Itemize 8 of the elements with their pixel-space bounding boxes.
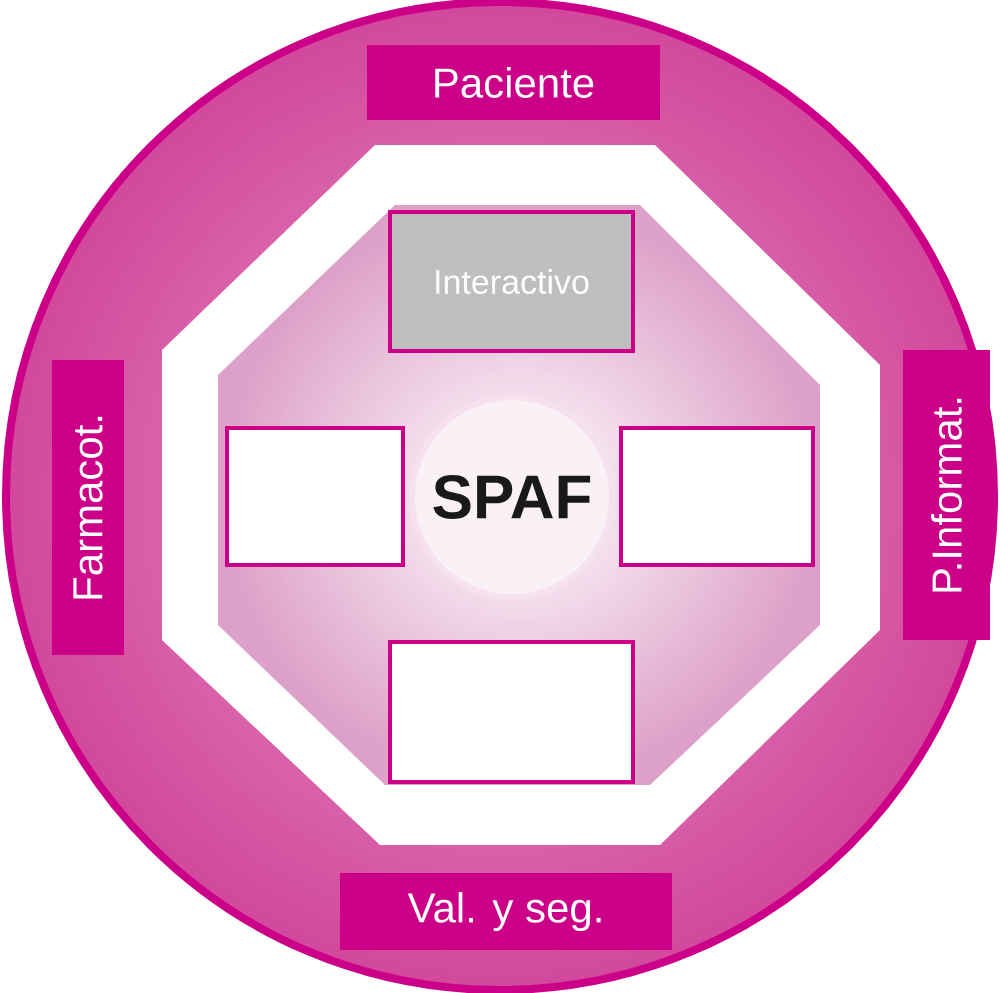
- empty-box: [225, 426, 405, 567]
- empty-box: [619, 426, 815, 567]
- tab-label: P.Informat.: [903, 350, 990, 640]
- tab-label: Farmacot.: [52, 360, 124, 655]
- empty-box: [388, 640, 635, 784]
- tab-label: Val. y seg.: [340, 873, 672, 950]
- process-box: Interactivo: [388, 210, 635, 353]
- tab-label: Paciente: [367, 45, 660, 120]
